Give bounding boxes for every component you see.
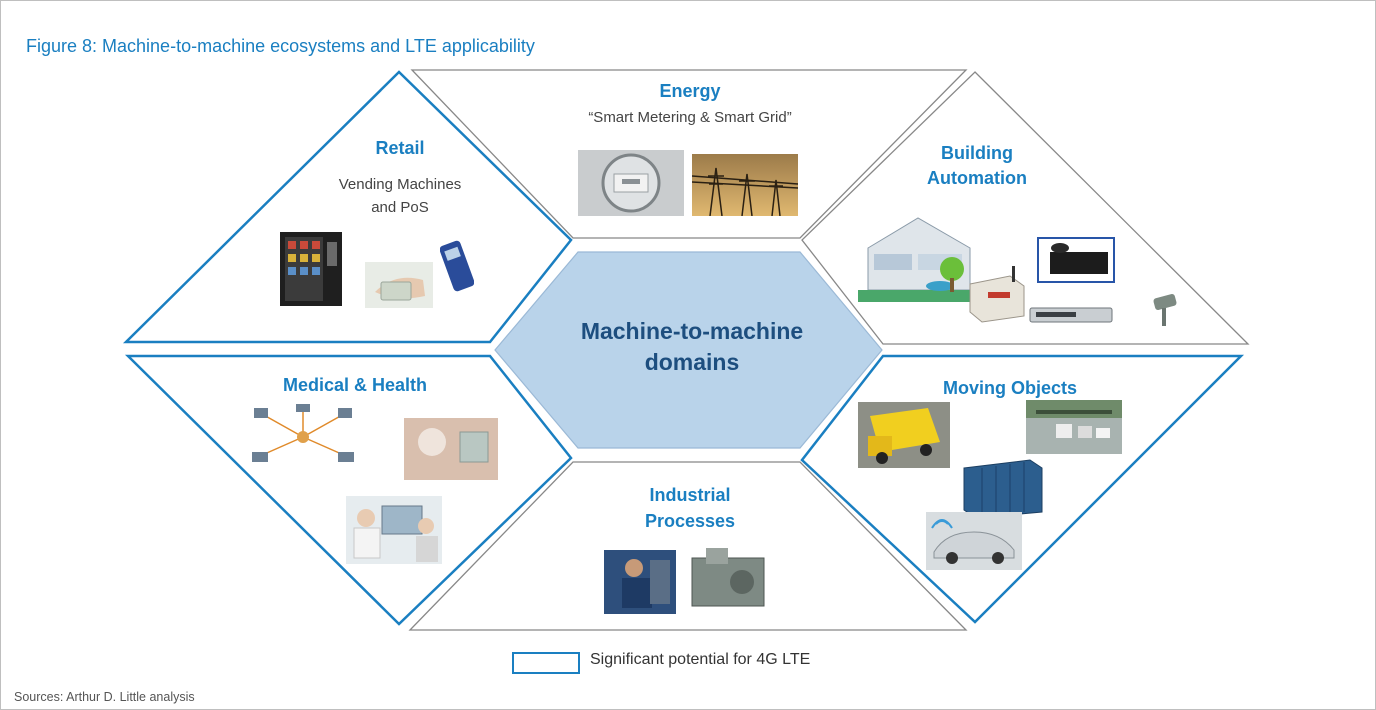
energy-title: Energy [659, 81, 721, 101]
center-title: Machine-to-machine domains [580, 318, 804, 375]
legend-label: Significant potential for 4G LTE [590, 651, 811, 668]
industrial-title-2: Processes [644, 511, 736, 531]
building-title-2: Automation [927, 168, 1027, 188]
security-camera-image [1153, 294, 1177, 326]
patient-device-image [404, 418, 498, 480]
electricity-meter-image [578, 150, 684, 216]
figure-title: Figure 8: Machine-to-machine ecosystems … [26, 36, 535, 56]
retail-subtitle-1: Vending Machines [338, 176, 462, 193]
pos-terminal-image [440, 240, 474, 292]
industrial-worker-image [604, 550, 676, 614]
highway-traffic-image [1026, 400, 1122, 454]
center-label: Machine-to-machine domains [562, 316, 822, 378]
shipping-container-image [963, 459, 1043, 519]
card-payment-image [365, 262, 433, 308]
moving-title: Moving Objects [942, 378, 1077, 398]
medical-title: Medical & Health [282, 375, 428, 395]
health-network-image [252, 404, 354, 462]
retail-title: Retail [375, 138, 425, 158]
source-note: Sources: Arthur D. Little analysis [14, 690, 195, 704]
energy-segment [410, 69, 968, 239]
power-pylons-image [692, 154, 798, 216]
set-top-box-image [1037, 237, 1115, 283]
gateway-router-image [969, 266, 1025, 323]
building-title-1: Building [941, 143, 1013, 163]
connected-car-image [926, 512, 1022, 570]
dvd-player-image [1029, 307, 1113, 323]
vending-machine-image [280, 232, 342, 306]
truck-image [858, 402, 950, 468]
doctors-image [346, 496, 442, 564]
energy-subtitle: “Smart Metering & Smart Grid” [588, 109, 792, 126]
industrial-machine-image [682, 542, 774, 616]
industrial-title-1: Industrial [649, 485, 731, 505]
center-hexagon [494, 251, 883, 449]
tree-image [940, 257, 964, 292]
retail-subtitle-2: and PoS [371, 199, 429, 216]
legend-swatch [512, 652, 580, 674]
